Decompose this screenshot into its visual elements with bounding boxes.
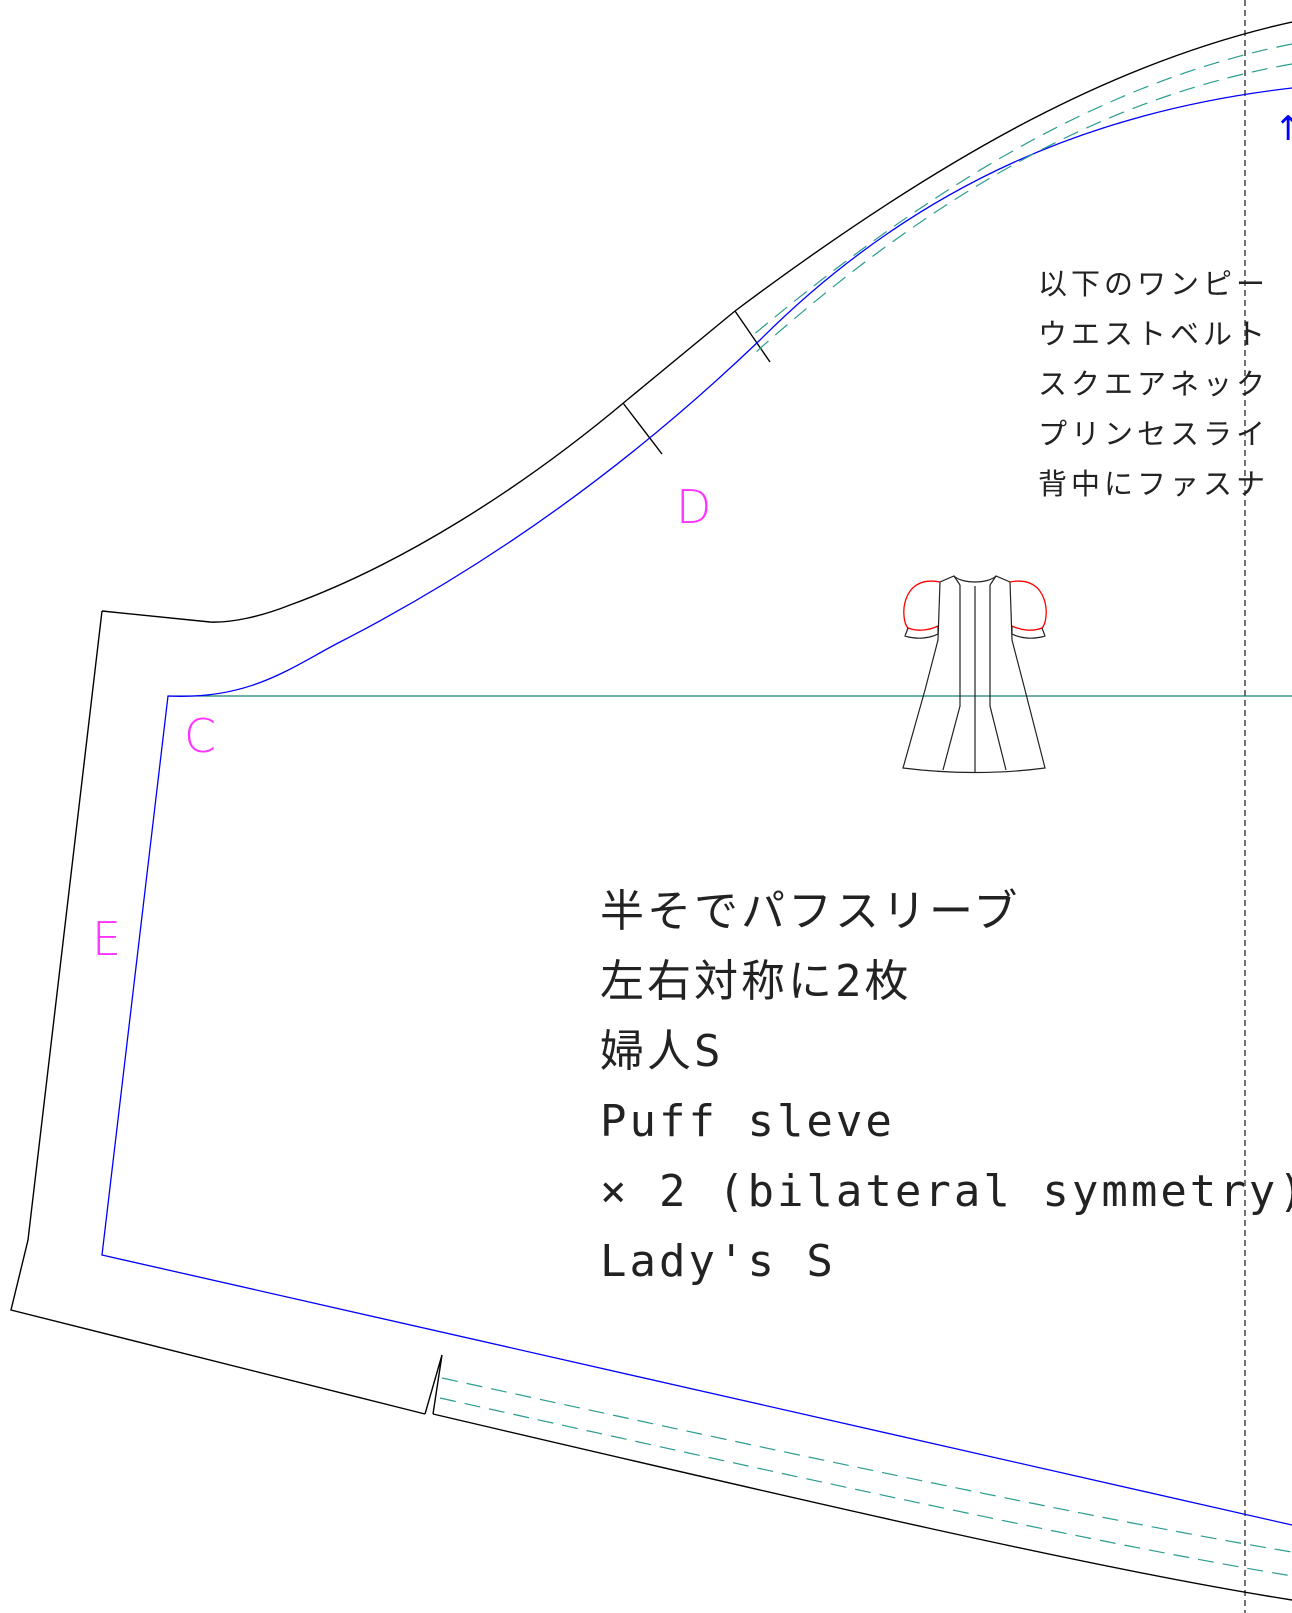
main-text-line: 半そでパフスリーブ [600,886,1020,937]
point-label-e: E [92,912,121,966]
point-label-c: C [184,709,216,763]
cutting-line-upper [734,21,1292,312]
note-line: スクエアネック [1038,367,1269,401]
dress-sleeve-right-icon [1009,580,1047,631]
note-line: プリンセスライ [1038,417,1269,451]
note-line: 背中にファスナ [1038,467,1269,501]
dress-body [902,575,1046,774]
main-text-line: Puff sleve [600,1096,895,1147]
point-label-d: D [676,480,711,534]
dress-cuff-left [904,626,939,639]
main-text-line: 婦人S [600,1026,724,1077]
stitch-line-cap-2 [755,63,1292,353]
grain-arrow-icon: ↑ [1274,109,1292,149]
main-text-line: Lady's S [600,1236,836,1287]
main-text-line: × 2 (bilateral symmetry) [600,1166,1292,1217]
note-line: ウエストベルト [1038,317,1269,351]
stitch-line-hem-2 [439,1397,1292,1577]
notch-cap-front [734,310,771,363]
notch-hem [424,1354,443,1415]
dress-sleeve-left-icon [903,580,941,631]
stitch-line-hem-1 [441,1377,1292,1553]
cutting-line-hem [432,1413,1292,1601]
stitch-line-cap-1 [751,43,1292,337]
cutting-line-side [10,610,426,1415]
seam-line [101,87,1292,1526]
dress-seams [942,575,1007,772]
dress-cuff-right [1011,626,1046,639]
cutting-line-curve [101,399,628,623]
note-line: 以下のワンピー [1038,267,1269,301]
notch-cap-back [622,402,663,455]
main-text-line: 左右対称に2枚 [600,956,912,1007]
dress-illustration-icon [902,575,1047,774]
cutting-line-cap [626,310,736,401]
